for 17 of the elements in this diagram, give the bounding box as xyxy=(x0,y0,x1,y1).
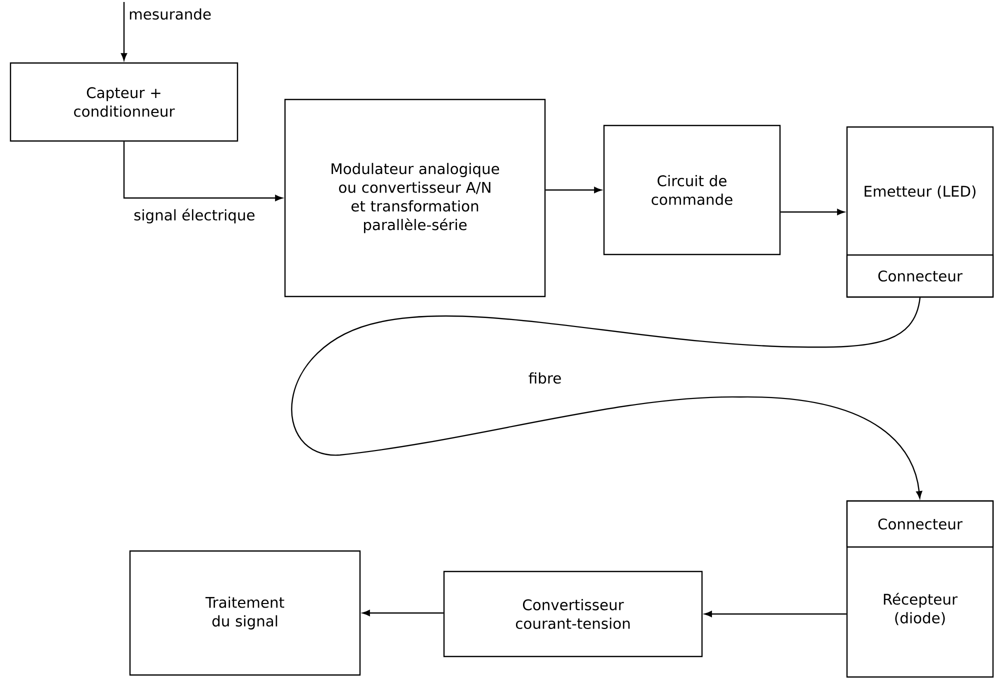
modulator-box: Modulateur analogique ou convertisseur A/N et transformation parallèle-série xyxy=(284,98,546,298)
sensor-box: Capteur + conditionneur xyxy=(10,62,238,142)
arrow xyxy=(123,142,283,202)
arrow xyxy=(780,208,845,216)
edge-label: signal électrique xyxy=(132,207,257,225)
control-circuit-box: Circuit de commande xyxy=(603,124,781,256)
arrow xyxy=(120,2,128,61)
connector-band: Connecteur xyxy=(846,500,994,548)
arrow xyxy=(546,186,602,194)
edge-label: mesurande xyxy=(127,7,213,21)
edge-label: fibre xyxy=(527,371,563,386)
arrow xyxy=(292,297,922,499)
connector-band: Connecteur xyxy=(846,254,994,298)
signal-processing-box: Traitement du signal xyxy=(129,550,361,676)
arrow xyxy=(704,610,846,618)
converter-box: Convertisseur courant-tension xyxy=(443,570,703,658)
arrow xyxy=(362,610,444,616)
